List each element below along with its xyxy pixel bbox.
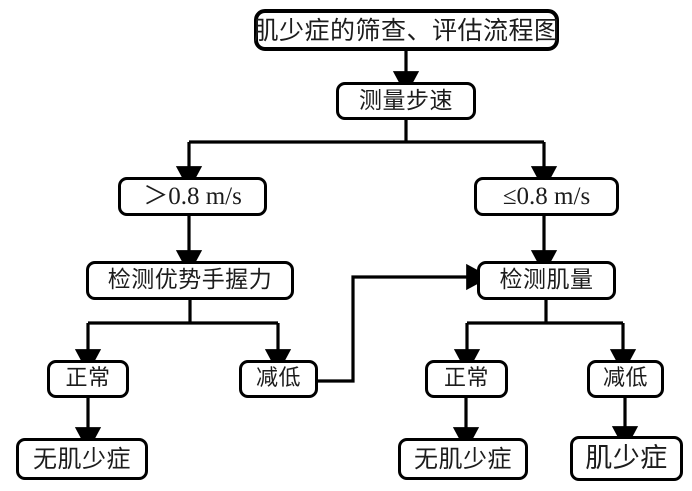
node-title-label: 肌少症的筛查、评估流程图 <box>253 15 560 45</box>
node-mass-reduced: 减低 <box>587 360 664 398</box>
node-no-sarcopenia-left: 无肌少症 <box>16 438 148 480</box>
node-mass-normal: 正常 <box>425 360 508 398</box>
node-sarcopenia-label: 肌少症 <box>585 443 668 474</box>
node-no-sarcopenia-right-label: 无肌少症 <box>414 445 512 473</box>
node-grip-normal-label: 正常 <box>65 366 111 391</box>
node-measure-gait-speed-label: 测量步速 <box>359 87 453 114</box>
node-speed-above-threshold-label: ＞0.8 m/s <box>143 183 242 210</box>
node-no-sarcopenia-left-label: 无肌少症 <box>33 445 131 473</box>
node-grip-strength-test-label: 检测优势手握力 <box>107 267 273 293</box>
node-no-sarcopenia-right: 无肌少症 <box>398 438 528 480</box>
node-grip-reduced: 减低 <box>239 360 318 398</box>
node-speed-at-or-below-threshold: ≤0.8 m/s <box>474 177 619 216</box>
node-grip-reduced-label: 减低 <box>255 366 301 391</box>
node-sarcopenia: 肌少症 <box>570 436 683 481</box>
node-muscle-mass-test-label: 检测肌量 <box>499 267 594 293</box>
node-muscle-mass-test: 检测肌量 <box>477 261 616 300</box>
node-mass-normal-label: 正常 <box>443 366 489 391</box>
node-speed-at-or-below-threshold-label: ≤0.8 m/s <box>502 183 591 210</box>
node-speed-above-threshold: ＞0.8 m/s <box>118 177 267 216</box>
node-mass-reduced-label: 减低 <box>602 366 648 391</box>
node-title: 肌少症的筛查、评估流程图 <box>254 9 559 51</box>
node-grip-strength-test: 检测优势手握力 <box>86 261 294 300</box>
node-grip-normal: 正常 <box>47 360 129 398</box>
node-measure-gait-speed: 测量步速 <box>336 82 476 120</box>
